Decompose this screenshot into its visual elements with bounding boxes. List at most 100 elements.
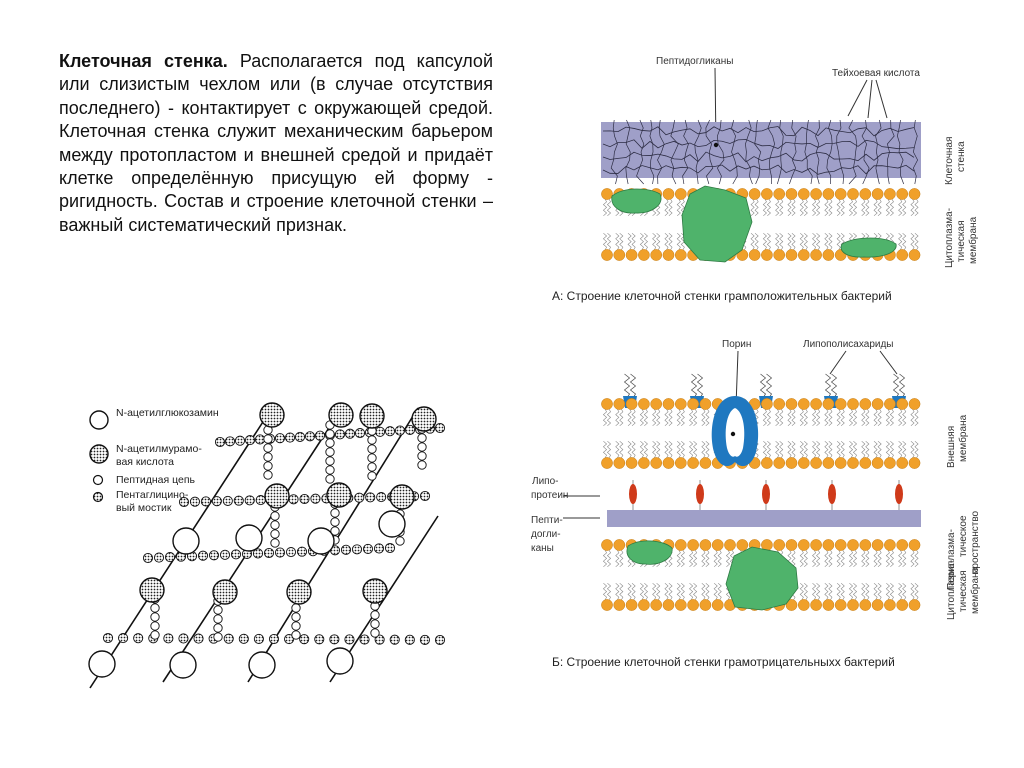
outer-membrane-bead xyxy=(662,457,675,469)
outer-membrane-tail xyxy=(828,440,833,459)
membrane-a-tail xyxy=(668,198,673,217)
outer-membrane-tail xyxy=(779,408,784,427)
inner-membrane-tail xyxy=(664,582,669,601)
pentaglycine-bead xyxy=(255,495,266,506)
outer-membrane-tail xyxy=(652,440,657,459)
pointer-teichoic-3 xyxy=(875,79,888,119)
pentaglycine-bead xyxy=(233,495,244,506)
outer-membrane-tail xyxy=(902,408,907,427)
membrane-a-tail xyxy=(779,232,784,251)
teichoic-strand xyxy=(897,119,905,185)
pentaglycine-bead xyxy=(384,542,396,554)
lipoprotein xyxy=(762,484,770,504)
membrane-a-bead xyxy=(748,188,761,200)
inner-membrane-bead xyxy=(625,599,638,611)
inner-membrane-tail xyxy=(791,549,796,568)
membrane-a-bead xyxy=(773,249,786,261)
peptide-bead xyxy=(291,621,301,631)
pentaglycine-bead xyxy=(419,490,431,502)
peptide-bead xyxy=(325,438,335,448)
inner-membrane-tail xyxy=(689,549,694,568)
teichoic-strand xyxy=(848,119,858,185)
outer-membrane-tail xyxy=(787,408,792,427)
membrane-a-tail xyxy=(910,198,915,217)
pentaglycine-bead xyxy=(253,633,264,644)
diagram-gram-negative: Порин Липополисахариды Липо- протеин Пеп… xyxy=(531,339,981,669)
membrane-a-tail xyxy=(754,198,759,217)
legend-muramic-symbol xyxy=(89,444,109,464)
membrane-a-tail xyxy=(848,198,854,217)
outer-membrane-bead xyxy=(822,398,835,410)
muramic-unit xyxy=(362,578,388,604)
porin-pore xyxy=(725,408,745,457)
pentaglycine-bead xyxy=(294,431,306,442)
membrane-a-tail xyxy=(889,198,894,217)
inner-membrane-tail xyxy=(824,582,829,601)
outer-membrane-bead xyxy=(896,457,909,469)
inner-membrane-bead xyxy=(638,599,650,611)
inner-membrane-tail xyxy=(602,549,608,568)
inner-membrane-bead xyxy=(834,599,847,611)
membrane-a-tail xyxy=(664,198,669,217)
inner-membrane-tail xyxy=(631,582,636,601)
lps-chain xyxy=(696,373,704,399)
teichoic-strand xyxy=(657,119,665,185)
outer-membrane-bead xyxy=(601,398,613,410)
membrane-a-bead xyxy=(847,188,859,200)
outer-membrane-tail xyxy=(787,440,792,459)
peptidoglycan-strand xyxy=(602,126,915,137)
membrane-a-tail xyxy=(676,198,681,217)
pentaglycine-bead xyxy=(284,432,296,443)
outer-membrane-tail xyxy=(812,440,817,459)
peptide-bead xyxy=(213,614,223,624)
pointer-lps-2 xyxy=(879,350,898,375)
outer-membrane-bead xyxy=(638,398,650,410)
membrane-a-tail xyxy=(803,232,808,251)
inner-membrane-tail xyxy=(828,582,833,601)
membrane-a-tail xyxy=(766,232,771,251)
intro-text: Клеточная стенка. Располагается под капс… xyxy=(59,50,493,237)
pentaglycine-bead xyxy=(193,633,204,644)
inner-membrane-bead xyxy=(785,599,798,611)
legend-glucosamine-symbol xyxy=(89,410,109,430)
outer-membrane-bead xyxy=(761,398,773,410)
peptide-bead xyxy=(263,461,273,471)
membrane-protein-small-b xyxy=(626,540,673,565)
outer-membrane-bead xyxy=(822,457,835,469)
outer-membrane-tail xyxy=(877,408,882,427)
porin-dot xyxy=(730,431,736,437)
pentaglycine-bead xyxy=(133,633,144,644)
pentaglycine-bead xyxy=(274,433,286,444)
peptide-bead xyxy=(291,630,301,640)
glucosamine-unit xyxy=(307,527,335,555)
inner-membrane-tail xyxy=(643,582,648,601)
inner-membrane-tail xyxy=(861,549,866,568)
outer-membrane-bead xyxy=(871,457,884,469)
intro-body: Располагается под капсулой или слизистым… xyxy=(59,51,493,235)
outer-membrane-tail xyxy=(680,408,685,427)
membrane-a-tail xyxy=(791,232,796,251)
label-peptidoglycan-b-2: догли- xyxy=(531,529,561,540)
label-lipoprotein-2: протеин xyxy=(531,490,568,501)
inner-membrane-tail xyxy=(627,582,632,601)
inner-membrane-bead xyxy=(613,539,626,551)
membrane-a-bead xyxy=(662,249,675,261)
peptide-bead xyxy=(213,623,223,633)
membrane-a-tail xyxy=(840,198,845,217)
outer-membrane-tail xyxy=(668,440,673,459)
inner-membrane-bead xyxy=(908,599,921,611)
outer-membrane-bead xyxy=(662,398,675,410)
lps-chain xyxy=(759,373,767,399)
membrane-a-tail xyxy=(775,198,780,217)
inner-membrane-bead xyxy=(822,599,835,611)
pentaglycine-bead xyxy=(252,548,264,559)
peptide-bead xyxy=(325,456,335,466)
inner-membrane-tail xyxy=(840,549,845,568)
membrane-a-tail xyxy=(602,232,608,251)
membrane-a-tail xyxy=(898,232,903,251)
muramic-unit xyxy=(359,403,385,429)
pentaglycine-bead xyxy=(334,429,346,440)
membrane-a-tail xyxy=(861,198,866,217)
side-label-peri-3: пространство xyxy=(970,510,981,574)
outer-membrane-tail xyxy=(861,408,866,427)
